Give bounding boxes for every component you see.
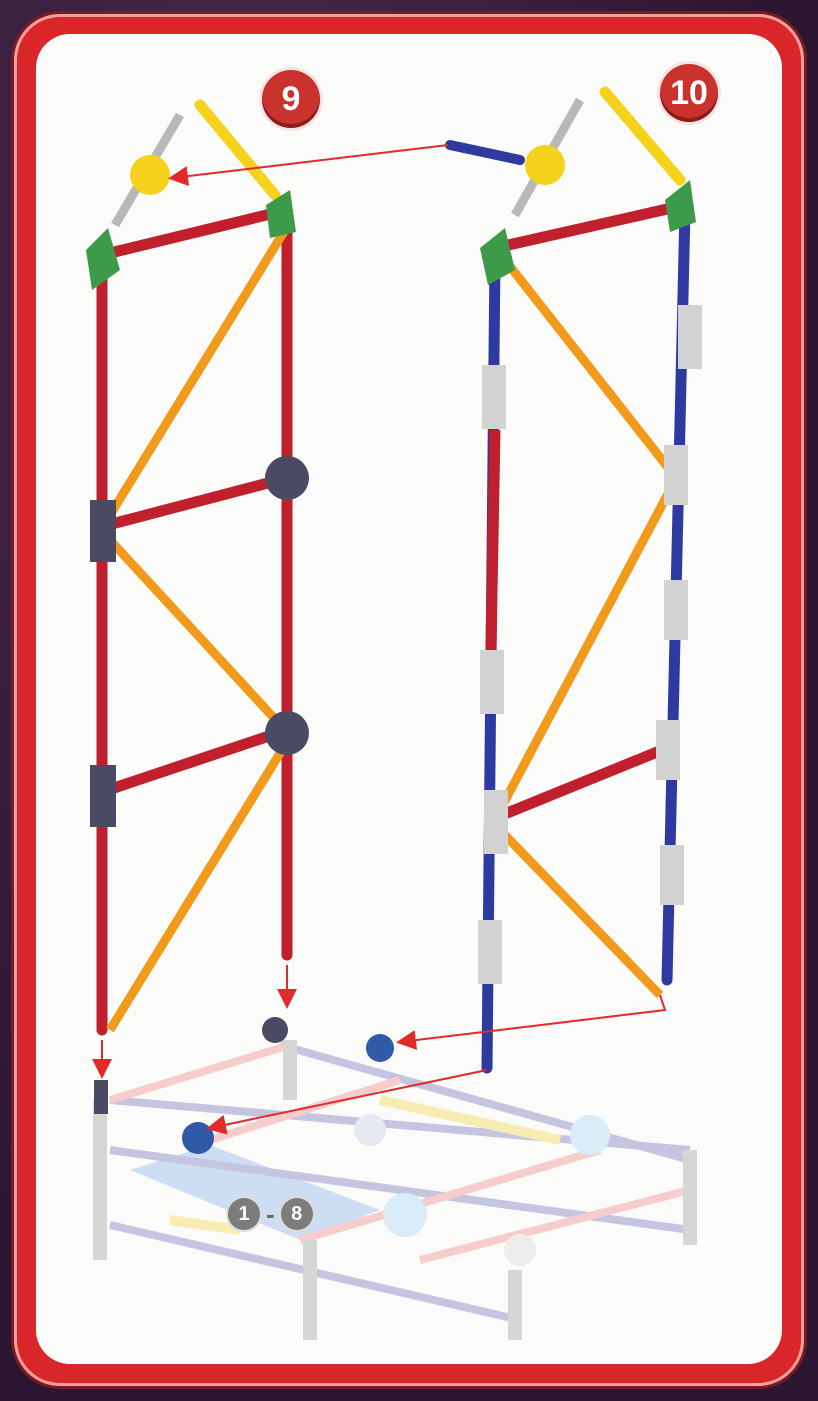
step-number-badge: 9 bbox=[262, 70, 320, 128]
range-separator: - bbox=[266, 1199, 275, 1230]
step-number-badge: 10 bbox=[660, 64, 718, 122]
range-end: 8 bbox=[281, 1198, 313, 1230]
base-connector-4 bbox=[94, 1080, 108, 1114]
base-connector-1 bbox=[182, 1122, 214, 1154]
base-connector-3 bbox=[262, 1017, 288, 1043]
base-connector-2 bbox=[366, 1034, 394, 1062]
tower-step-9 bbox=[86, 105, 309, 1030]
tower-step-10 bbox=[450, 92, 702, 1068]
base-assembly bbox=[100, 1040, 690, 1340]
range-start: 1 bbox=[228, 1198, 260, 1230]
assembly-arrows bbox=[102, 145, 665, 1128]
base-steps-reference: 1 - 8 bbox=[228, 1198, 313, 1230]
